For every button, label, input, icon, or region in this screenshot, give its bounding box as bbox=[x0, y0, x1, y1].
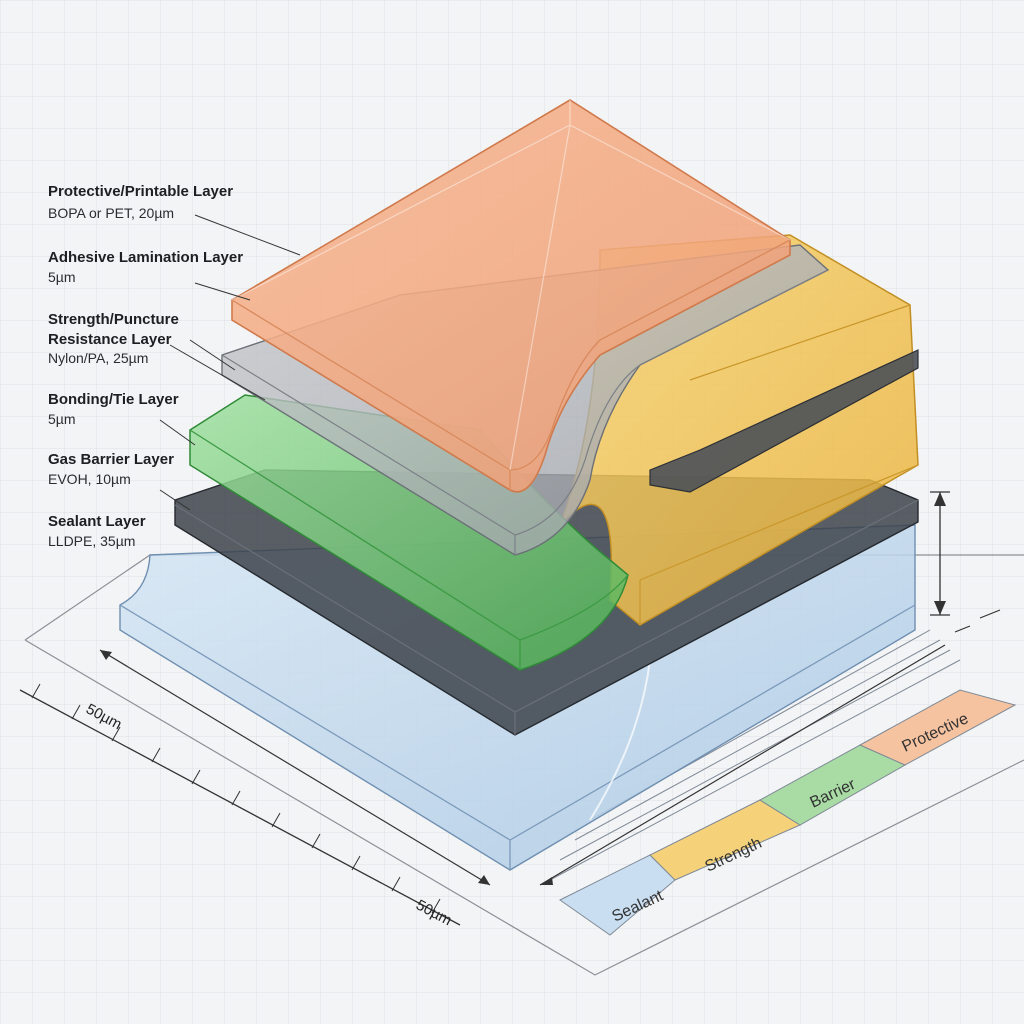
legend-table: Sealant Strength Barrier Protective bbox=[549, 629, 1017, 936]
width-arrow-head bbox=[540, 877, 553, 885]
width-arrow-line bbox=[539, 644, 946, 886]
label-strength-title: Strength/Puncture bbox=[48, 311, 179, 328]
label-strength-sub1: Resistance Layer bbox=[48, 331, 172, 348]
depth-arrow-line bbox=[99, 649, 491, 886]
table-lines bbox=[549, 629, 961, 881]
label-adhesive-sub: 5µm bbox=[48, 269, 76, 285]
height-arrow-heads bbox=[934, 492, 946, 615]
label-sealant-sub: LLDPE, 35µm bbox=[48, 533, 135, 549]
layer-protective bbox=[231, 99, 791, 493]
label-protective-sub: BOPA or PET, 20µm bbox=[48, 205, 174, 221]
label-barrier-sub: EVOH, 10µm bbox=[48, 471, 131, 487]
label-sealant-title: Sealant Layer bbox=[48, 513, 146, 530]
label-tie-sub: 5µm bbox=[48, 411, 76, 427]
height-ticks bbox=[930, 491, 1001, 633]
label-strength-sub2: Nylon/PA, 25µm bbox=[48, 350, 148, 366]
leader-lines bbox=[159, 214, 301, 511]
ruler-left bbox=[19, 689, 461, 926]
layer-labels: Protective/Printable Layer BOPA or PET, … bbox=[48, 183, 243, 549]
label-adhesive-title: Adhesive Lamination Layer bbox=[48, 249, 243, 266]
label-barrier-title: Gas Barrier Layer bbox=[48, 451, 174, 468]
label-tie-title: Bonding/Tie Layer bbox=[48, 391, 179, 408]
table-cell-protective bbox=[858, 689, 1017, 766]
ruler-ticks bbox=[31, 683, 441, 914]
layer-barrier bbox=[189, 394, 629, 671]
layer-tie-upper bbox=[649, 349, 919, 493]
label-protective-title: Protective/Printable Layer bbox=[48, 183, 233, 200]
